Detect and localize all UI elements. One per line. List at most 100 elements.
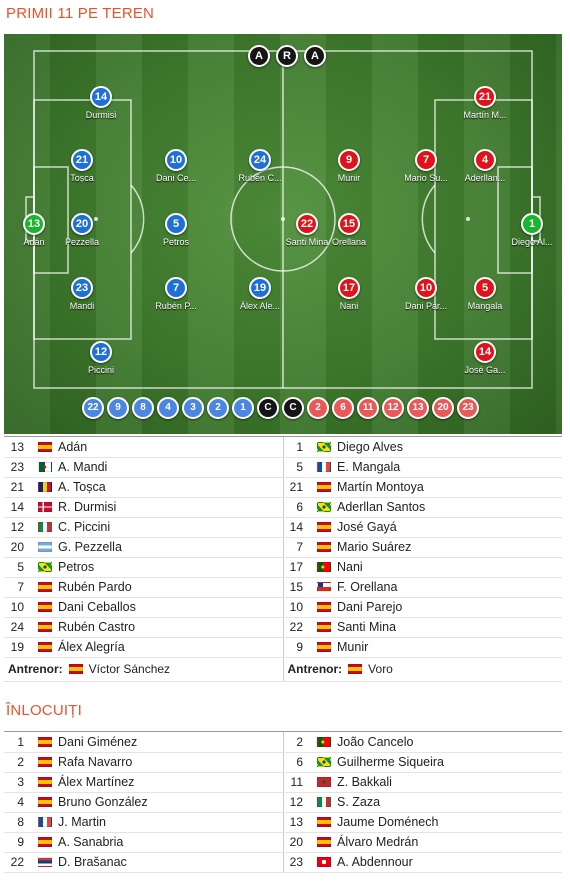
away-player-cell[interactable]: Z. Bakkali bbox=[317, 772, 562, 793]
home-player-marker[interactable]: 21 Toșca bbox=[42, 149, 122, 183]
bench-player-home[interactable]: 9 bbox=[107, 397, 129, 419]
home-player-cell[interactable]: Petros bbox=[38, 557, 284, 578]
lineups-title: PRIMII 11 PE TEREN bbox=[6, 5, 155, 22]
home-player-cell[interactable]: Álex Alegría bbox=[38, 637, 284, 658]
away-player-marker[interactable]: 14 José Ga... bbox=[445, 341, 525, 375]
away-player-marker[interactable]: 17 Nani bbox=[309, 277, 389, 311]
away-player-marker[interactable]: 5 Mangala bbox=[445, 277, 525, 311]
assistant-referee-2[interactable]: A bbox=[304, 45, 326, 67]
bench-player-home[interactable]: 3 bbox=[182, 397, 204, 419]
home-player-cell[interactable]: A. Mandi bbox=[38, 457, 284, 478]
bench-player-away[interactable]: 13 bbox=[407, 397, 429, 419]
flag-es-icon bbox=[38, 837, 52, 847]
home-player-cell[interactable]: R. Durmisi bbox=[38, 497, 284, 518]
goalkeeper-marker[interactable]: 1 Diego Al... bbox=[492, 213, 562, 247]
away-player-cell[interactable]: Diego Alves bbox=[317, 437, 562, 458]
away-player-marker[interactable]: 10 Dani Par... bbox=[386, 277, 466, 311]
away-player-cell[interactable]: Nani bbox=[317, 557, 562, 578]
bench-player-home[interactable]: 1 bbox=[232, 397, 254, 419]
home-player-cell[interactable]: G. Pezzella bbox=[38, 537, 284, 558]
home-player-marker[interactable]: 7 Rubén P... bbox=[136, 277, 216, 311]
away-player-marker[interactable]: 22 Santi Mina bbox=[267, 213, 347, 247]
away-player-number: 20 bbox=[283, 832, 317, 853]
player-name: Aderllan... bbox=[464, 173, 506, 183]
flag-br-icon bbox=[38, 562, 52, 572]
player-name: Piccini bbox=[87, 365, 114, 375]
away-player-marker[interactable]: 4 Aderllan... bbox=[445, 149, 525, 183]
player-name: José Ga... bbox=[464, 365, 506, 375]
away-player-marker[interactable]: 15 Orellana bbox=[309, 213, 389, 247]
player-number: 14 bbox=[90, 86, 112, 108]
away-player-cell[interactable]: F. Orellana bbox=[317, 577, 562, 598]
bench-player-home[interactable]: 8 bbox=[132, 397, 154, 419]
home-player-marker[interactable]: 23 Mandi bbox=[42, 277, 122, 311]
home-player-cell[interactable]: Adán bbox=[38, 437, 284, 458]
home-player-marker[interactable]: 19 Álex Ale... bbox=[220, 277, 300, 311]
away-player-cell[interactable]: Jaume Doménech bbox=[317, 812, 562, 833]
home-player-marker[interactable]: 14 Durmisi bbox=[61, 86, 141, 120]
player-name: Mangala bbox=[467, 301, 503, 311]
away-player-marker[interactable]: 7 Mario Su... bbox=[386, 149, 466, 183]
home-player-cell[interactable]: Rubén Castro bbox=[38, 617, 284, 638]
away-player-marker[interactable]: 21 Martín M... bbox=[445, 86, 525, 120]
away-player-cell[interactable]: E. Mangala bbox=[317, 457, 562, 478]
home-player-cell[interactable]: Bruno González bbox=[38, 792, 284, 813]
home-player-cell[interactable]: A. Toșca bbox=[38, 477, 284, 498]
away-player-cell[interactable]: Álvaro Medrán bbox=[317, 832, 562, 853]
bench-player-home[interactable]: 4 bbox=[157, 397, 179, 419]
away-player-cell[interactable]: S. Zaza bbox=[317, 792, 562, 813]
flag-dz-icon bbox=[38, 462, 52, 472]
home-player-marker[interactable]: 24 Rubén C... bbox=[220, 149, 300, 183]
away-player-marker[interactable]: 9 Munir bbox=[309, 149, 389, 183]
home-player-cell[interactable]: Álex Martínez bbox=[38, 772, 284, 793]
away-coach-name[interactable]: Voro bbox=[368, 662, 393, 676]
flag-ar-icon bbox=[38, 542, 52, 552]
home-player-cell[interactable]: Rubén Pardo bbox=[38, 577, 284, 598]
referee[interactable]: R bbox=[276, 45, 298, 67]
bench-player-home[interactable]: 2 bbox=[207, 397, 229, 419]
away-player-cell[interactable]: A. Abdennour bbox=[317, 852, 562, 873]
home-coach-marker[interactable]: C bbox=[257, 397, 279, 419]
home-player-cell[interactable]: A. Sanabria bbox=[38, 832, 284, 853]
home-player-marker[interactable]: 20 Pezzella bbox=[42, 213, 122, 247]
away-player-cell[interactable]: Aderllan Santos bbox=[317, 497, 562, 518]
assistant-referee-1[interactable]: A bbox=[248, 45, 270, 67]
flag-it-icon bbox=[317, 797, 331, 807]
away-player-name: S. Zaza bbox=[337, 795, 381, 809]
bench-player-away[interactable]: 2 bbox=[307, 397, 329, 419]
home-player-marker[interactable]: 5 Petros bbox=[136, 213, 216, 247]
divider bbox=[4, 731, 562, 732]
bench-player-away[interactable]: 20 bbox=[432, 397, 454, 419]
home-player-number: 19 bbox=[4, 637, 38, 658]
home-player-cell[interactable]: C. Piccini bbox=[38, 517, 284, 538]
home-player-name: G. Pezzella bbox=[58, 540, 122, 554]
home-player-marker[interactable]: 12 Piccini bbox=[61, 341, 141, 375]
bench-player-away[interactable]: 12 bbox=[382, 397, 404, 419]
home-player-cell[interactable]: Dani Giménez bbox=[38, 732, 284, 753]
away-player-cell[interactable]: João Cancelo bbox=[317, 732, 562, 753]
player-number: 5 bbox=[474, 277, 496, 299]
away-player-cell[interactable]: Martín Montoya bbox=[317, 477, 562, 498]
away-player-cell[interactable]: Dani Parejo bbox=[317, 597, 562, 618]
away-player-cell[interactable]: Guilherme Siqueira bbox=[317, 752, 562, 773]
bench-player-home[interactable]: 22 bbox=[82, 397, 104, 419]
away-player-cell[interactable]: Mario Suárez bbox=[317, 537, 562, 558]
home-player-cell[interactable]: D. Brašanac bbox=[38, 852, 284, 873]
away-player-cell[interactable]: Munir bbox=[317, 637, 562, 658]
player-number: 17 bbox=[338, 277, 360, 299]
away-player-cell[interactable]: José Gayá bbox=[317, 517, 562, 538]
home-coach-name[interactable]: Víctor Sánchez bbox=[88, 662, 171, 676]
home-player-marker[interactable]: 10 Dani Ce... bbox=[136, 149, 216, 183]
bench-player-away[interactable]: 23 bbox=[457, 397, 479, 419]
home-player-cell[interactable]: J. Martin bbox=[38, 812, 284, 833]
bench-player-away[interactable]: 11 bbox=[357, 397, 379, 419]
away-player-cell[interactable]: Santi Mina bbox=[317, 617, 562, 638]
bench-player-away[interactable]: 6 bbox=[332, 397, 354, 419]
goalkeeper-marker[interactable]: 13 Adán bbox=[4, 213, 74, 247]
home-player-cell[interactable]: Rafa Navarro bbox=[38, 752, 284, 773]
away-coach-marker[interactable]: C bbox=[282, 397, 304, 419]
home-player-cell[interactable]: Dani Ceballos bbox=[38, 597, 284, 618]
